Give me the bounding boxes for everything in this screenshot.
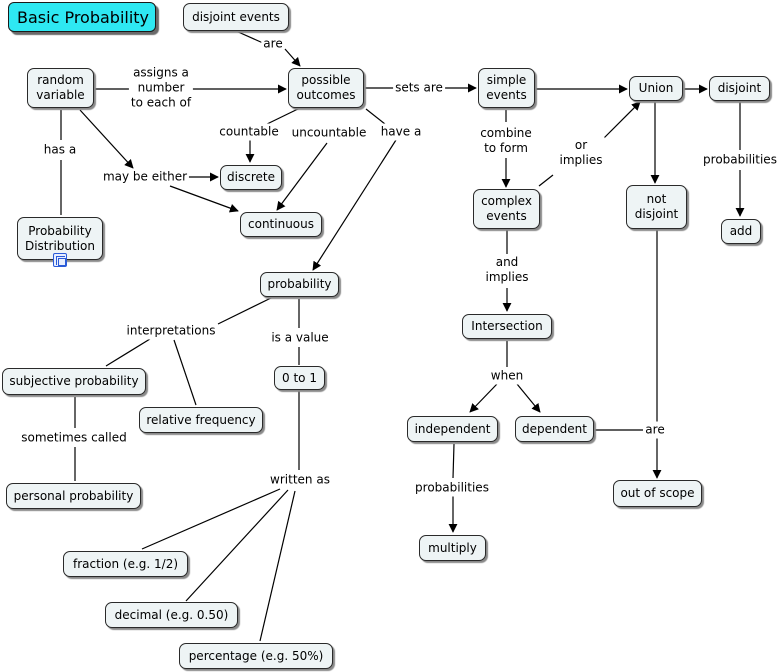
submap-icon[interactable] <box>53 253 67 267</box>
link-label-written-as: written as <box>268 471 332 489</box>
link-label-countable: countable <box>217 123 281 141</box>
link-label-or-implies: or implies <box>557 137 605 169</box>
node-independent[interactable]: independent <box>407 416 498 442</box>
node-subjective-probability[interactable]: subjective probability <box>2 368 146 395</box>
node-add[interactable]: add <box>721 219 761 244</box>
page-title: Basic Probability <box>8 2 156 32</box>
link-label-assigns: assigns a number to each of <box>128 64 194 112</box>
node-not-disjoint[interactable]: not disjoint <box>626 185 687 229</box>
node-probability-distribution[interactable]: Probability Distribution <box>17 217 103 260</box>
node-disjoint[interactable]: disjoint <box>709 76 770 101</box>
link-label-probabilities-add: probabilities <box>701 151 779 169</box>
link-label-are: are <box>261 35 285 53</box>
node-union[interactable]: Union <box>629 76 683 101</box>
link-label-may-be-either: may be either <box>100 168 190 186</box>
link-label-interpretations: interpretations <box>124 322 218 340</box>
node-out-of-scope[interactable]: out of scope <box>613 480 702 507</box>
node-dependent[interactable]: dependent <box>515 416 594 442</box>
node-disjoint-events[interactable]: disjoint events <box>183 3 289 31</box>
link-label-when: when <box>488 367 526 385</box>
node-possible-outcomes[interactable]: possible outcomes <box>288 68 364 108</box>
link-label-uncountable: uncountable <box>289 124 369 142</box>
node-percentage[interactable]: percentage (e.g. 50%) <box>179 643 333 669</box>
node-probability[interactable]: probability <box>260 272 339 297</box>
link-label-and-implies: and implies <box>483 254 531 286</box>
link-label-combine: combine to form <box>478 125 534 157</box>
node-discrete[interactable]: discrete <box>220 165 282 190</box>
link-label-probabilities-multiply: probabilities <box>413 479 491 497</box>
node-multiply[interactable]: multiply <box>419 535 486 561</box>
node-continuous[interactable]: continuous <box>240 212 322 237</box>
link-label-are-out-of-scope: are <box>643 421 667 439</box>
node-zero-to-one[interactable]: 0 to 1 <box>274 366 325 390</box>
node-simple-events[interactable]: simple events <box>478 68 535 108</box>
link-label-sets-are: sets are <box>393 79 445 97</box>
node-decimal[interactable]: decimal (e.g. 0.50) <box>105 602 238 628</box>
node-complex-events[interactable]: complex events <box>473 189 540 229</box>
node-random-variable[interactable]: random variable <box>27 68 94 108</box>
node-intersection[interactable]: Intersection <box>462 314 552 339</box>
link-label-is-a-value: is a value <box>269 329 331 347</box>
node-relative-frequency[interactable]: relative frequency <box>139 407 263 433</box>
link-label-sometimes-called: sometimes called <box>19 429 129 447</box>
link-label-has-a: has a <box>41 141 79 159</box>
node-personal-probability[interactable]: personal probability <box>6 483 141 509</box>
node-fraction[interactable]: fraction (e.g. 1/2) <box>63 551 188 577</box>
link-label-have-a: have a <box>378 123 424 141</box>
